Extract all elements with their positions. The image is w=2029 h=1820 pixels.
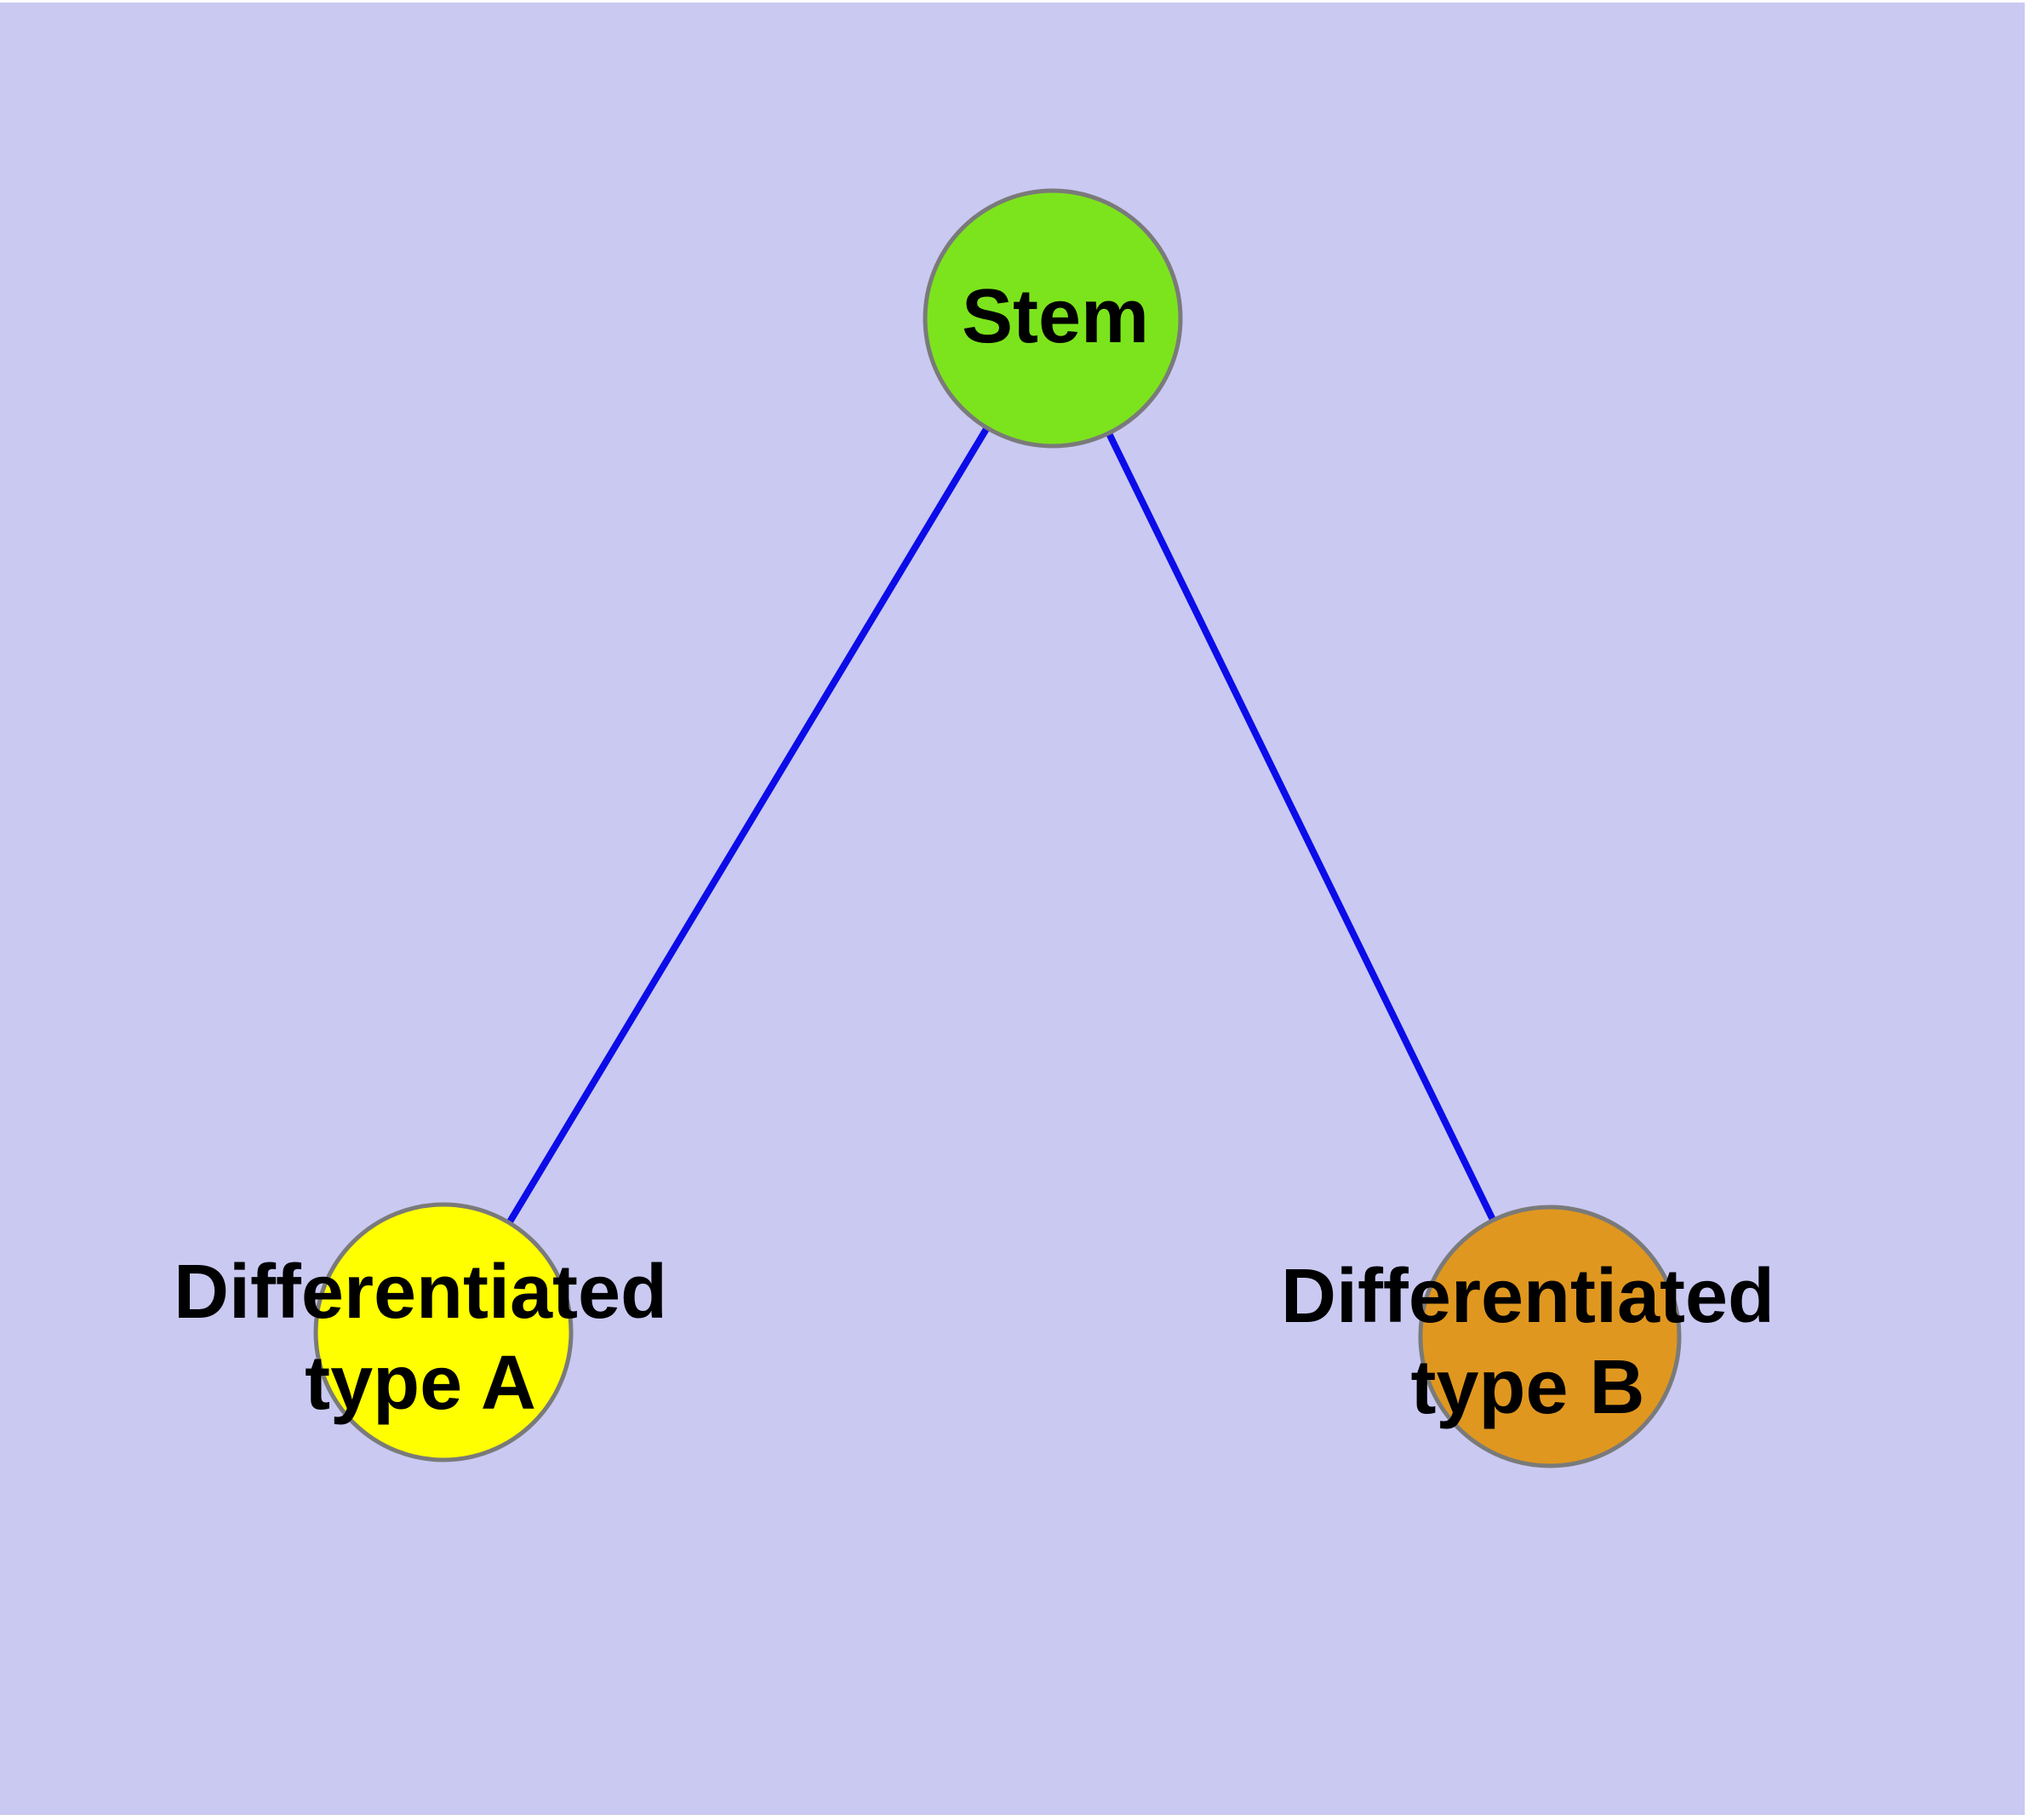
node-type-a-label-line2: type A bbox=[305, 1341, 536, 1426]
node-type-b-label-line1: Differentiated bbox=[1281, 1254, 1775, 1339]
node-stem-label: Stem bbox=[962, 274, 1149, 359]
node-stem bbox=[923, 188, 1183, 449]
node-differentiated-type-a bbox=[313, 1202, 574, 1462]
node-type-a-label-line1: Differentiated bbox=[174, 1250, 667, 1335]
edge-stem-to-type-a bbox=[440, 315, 1056, 1336]
node-differentiated-type-b bbox=[1418, 1205, 1682, 1468]
node-type-b-label-line2: type B bbox=[1410, 1345, 1644, 1430]
edge-stem-to-type-b bbox=[1049, 315, 1553, 1340]
